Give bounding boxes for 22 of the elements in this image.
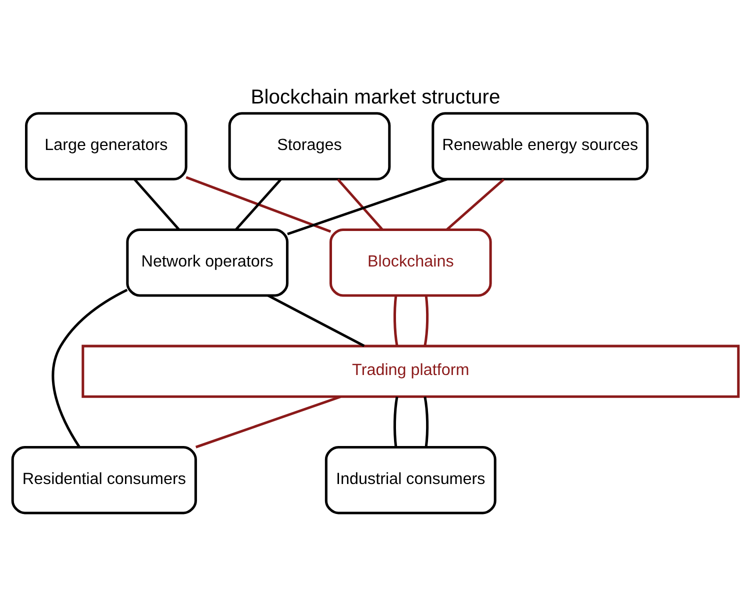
connector [393,295,398,346]
node-box: Large generators [25,112,188,180]
node-box: Renewable energy sources [432,112,649,180]
connector [186,176,332,232]
node-box: Residential consumers [11,445,197,514]
connector [424,294,429,346]
connector [337,178,384,230]
connector [234,178,282,230]
connector [195,395,342,448]
connector [446,178,505,230]
diagram-title: Blockchain market structure [250,86,500,108]
node-box: Storages [228,112,391,180]
connector [287,178,448,235]
node-box: Blockchains [329,228,492,296]
connector [267,294,365,347]
connector [424,396,429,447]
node-box: Trading platform [82,344,740,398]
connector [52,288,128,448]
node-box: Network operators [126,228,288,296]
connector [134,178,180,230]
node-box: Industrial consumers [324,445,496,514]
connector [393,396,398,447]
